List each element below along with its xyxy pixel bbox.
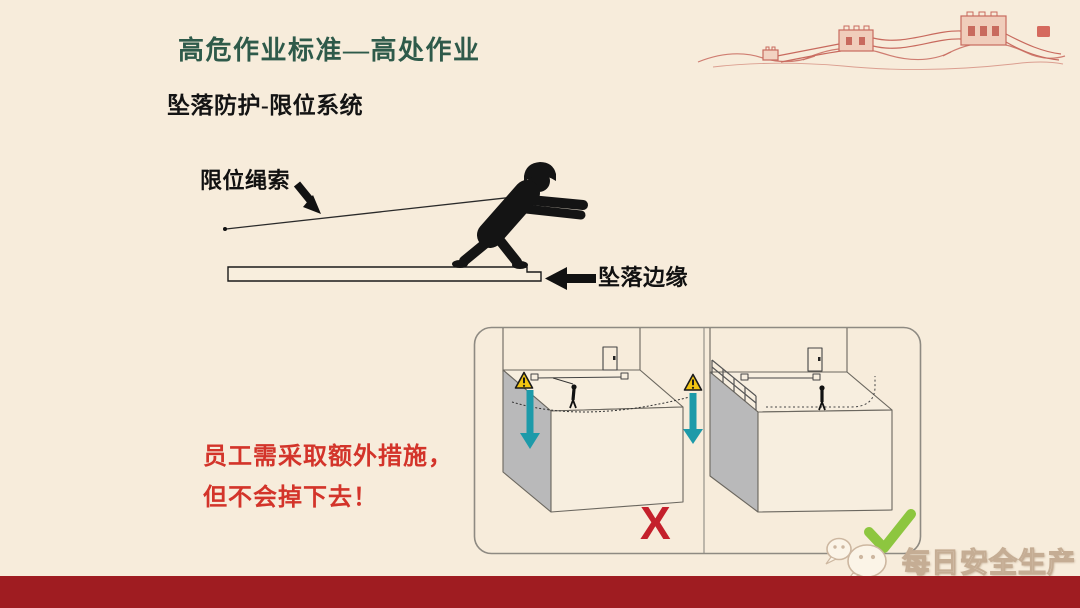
worker-silhouette — [452, 162, 588, 269]
warning-triangle-icon — [514, 371, 534, 389]
sagging-rope-over-edges — [511, 394, 698, 413]
platform-edge — [227, 266, 542, 282]
lanyard-line — [552, 377, 574, 385]
anchor-rail — [740, 373, 821, 381]
page-title: 高危作业标准—高处作业 — [178, 36, 481, 65]
comparison-diagram-panel — [473, 326, 922, 555]
warning-text-line1: 员工需采取额外措施， — [203, 444, 453, 470]
fall-down-arrow-icon — [683, 393, 703, 444]
warning-text-line2: 但不会掉下去！ — [203, 485, 378, 511]
down-right-arrow-icon — [293, 181, 321, 214]
restraint-rope-label: 限位绳索 — [200, 168, 291, 193]
anchor-rail — [530, 372, 629, 381]
rope-anchor-point — [223, 227, 227, 231]
fall-down-arrow-icon — [520, 390, 540, 449]
guardrail — [711, 359, 757, 410]
warning-triangle-icon — [683, 373, 703, 391]
section-subtitle: 坠落防护-限位系统 — [167, 93, 364, 118]
worker-figure — [818, 385, 826, 411]
restraint-rope-line — [225, 195, 524, 230]
green-check-icon — [864, 509, 916, 553]
wechat-icon — [825, 537, 887, 582]
worker-figure — [569, 384, 577, 409]
door — [602, 346, 618, 371]
watermark-text: 每日安全生产 — [901, 547, 1077, 579]
x-mark: X — [640, 497, 671, 549]
correct-scene — [709, 328, 916, 553]
door — [807, 347, 823, 372]
great-wall-sketch-icon — [697, 11, 1066, 71]
wrong-scene — [502, 328, 703, 513]
restraint-system-illustration — [223, 162, 596, 290]
footer-bar — [0, 576, 1080, 608]
panel-border — [473, 326, 922, 555]
left-arrow-icon — [545, 267, 596, 290]
fall-edge-label: 坠落边缘 — [598, 265, 689, 290]
